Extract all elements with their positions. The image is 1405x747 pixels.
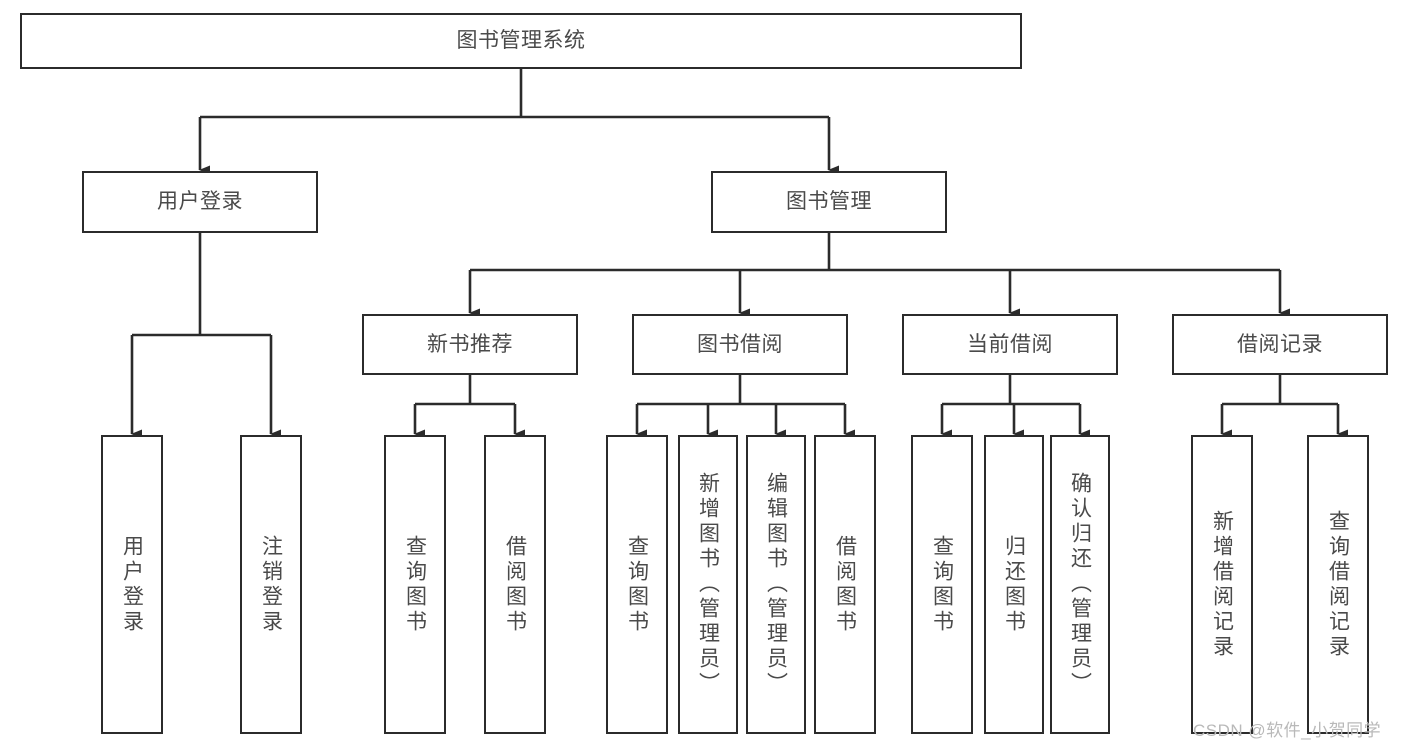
node-newbook[interactable]: 新书推荐 [362, 314, 578, 375]
node-label: 新增借阅记录 [1210, 509, 1234, 660]
node-leaf-bor3[interactable]: 编辑图书（管理员） [746, 435, 806, 734]
node-leaf-rec2[interactable]: 查询借阅记录 [1307, 435, 1369, 734]
node-borrow[interactable]: 图书借阅 [632, 314, 848, 375]
node-label: 当前借阅 [967, 332, 1053, 356]
node-records[interactable]: 借阅记录 [1172, 314, 1388, 375]
node-label: 图书管理系统 [456, 29, 586, 53]
node-label: 用户登录 [157, 190, 243, 214]
node-label: 查询图书 [930, 534, 954, 635]
node-label: 用户登录 [120, 534, 144, 635]
node-label: 查询图书 [625, 534, 649, 635]
node-leaf-new1[interactable]: 查询图书 [384, 435, 446, 734]
node-label: 新书推荐 [427, 332, 513, 356]
csdn-watermark: CSDN @软件_小贺同学 [1193, 721, 1382, 740]
node-label: 图书借阅 [697, 332, 783, 356]
node-current[interactable]: 当前借阅 [902, 314, 1118, 375]
node-leaf-cur2[interactable]: 归还图书 [984, 435, 1044, 734]
node-label: 注销登录 [259, 534, 283, 635]
node-leaf-cur3[interactable]: 确认归还（管理员） [1050, 435, 1110, 734]
node-leaf-bor1[interactable]: 查询图书 [606, 435, 668, 734]
node-leaf-login1[interactable]: 用户登录 [101, 435, 163, 734]
node-root[interactable]: 图书管理系统 [20, 13, 1022, 69]
node-label: 查询图书 [403, 534, 427, 635]
node-leaf-bor4[interactable]: 借阅图书 [814, 435, 876, 734]
node-leaf-bor2[interactable]: 新增图书（管理员） [678, 435, 738, 734]
node-label: 借阅图书 [833, 534, 857, 635]
node-label: 编辑图书（管理员） [764, 472, 788, 697]
node-label: 借阅图书 [503, 534, 527, 635]
node-login[interactable]: 用户登录 [82, 171, 318, 233]
node-leaf-rec1[interactable]: 新增借阅记录 [1191, 435, 1253, 734]
node-label: 新增图书（管理员） [696, 472, 720, 697]
node-label: 借阅记录 [1237, 332, 1323, 356]
node-label: 图书管理 [786, 190, 872, 214]
node-label: 查询借阅记录 [1326, 509, 1350, 660]
node-label: 归还图书 [1002, 534, 1026, 635]
node-leaf-cur1[interactable]: 查询图书 [911, 435, 973, 734]
node-bookmgmt[interactable]: 图书管理 [711, 171, 947, 233]
node-label: 确认归还（管理员） [1068, 472, 1092, 697]
node-leaf-new2[interactable]: 借阅图书 [484, 435, 546, 734]
node-leaf-login2[interactable]: 注销登录 [240, 435, 302, 734]
